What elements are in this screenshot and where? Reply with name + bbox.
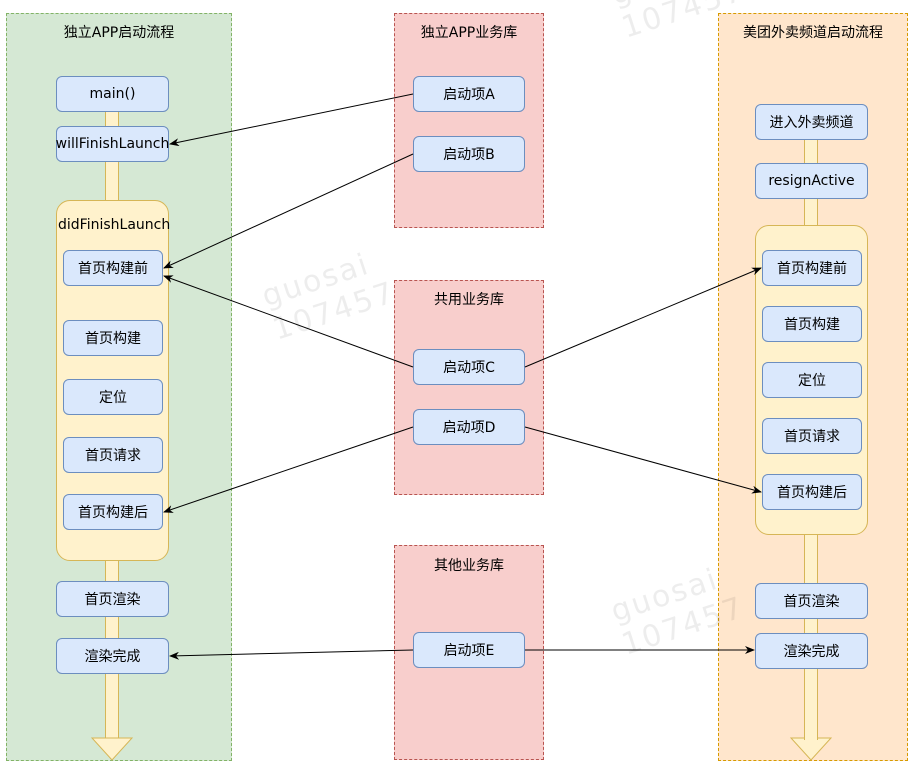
watermark-1: guosai 107457: [258, 243, 400, 348]
standalone-lib-title: 独立APP业务库: [420, 25, 518, 41]
enter-channel-step: 进入外卖频道: [755, 104, 868, 140]
left-before-build-step: 首页构建前: [63, 250, 163, 286]
main-step: main(): [56, 76, 169, 112]
left-render-done-step: 渲染完成: [56, 638, 169, 674]
standalone-lib-panel: [394, 13, 544, 228]
right-after-build-step: 首页构建后: [762, 474, 862, 510]
startup-item-b: 启动项B: [413, 136, 525, 172]
left-locate-step: 定位: [63, 379, 163, 415]
right-request-step: 首页请求: [762, 418, 862, 454]
resign-active-step: resignActive: [755, 163, 868, 199]
startup-item-d: 启动项D: [413, 409, 525, 445]
watermark-3-name: guosai: [607, 0, 738, 13]
watermark-1-name: guosai: [257, 246, 374, 315]
left-render-step: 首页渲染: [56, 581, 169, 617]
right-render-step: 首页渲染: [755, 583, 868, 619]
right-build-step: 首页构建: [762, 306, 862, 342]
left-request-step: 首页请求: [63, 437, 163, 473]
startup-item-a: 启动项A: [413, 76, 525, 112]
left-build-step: 首页构建: [63, 320, 163, 356]
standalone-flow-title: 独立APP启动流程: [63, 25, 175, 41]
startup-item-c: 启动项C: [413, 349, 525, 385]
other-lib-title: 其他业务库: [434, 558, 504, 574]
shared-lib-panel: [394, 280, 544, 495]
watermark-1-id: 107457: [268, 274, 400, 348]
meituan-flow-title: 美团外卖频道启动流程: [743, 25, 883, 41]
left-after-build-step: 首页构建后: [63, 494, 163, 530]
will-finish-launch-step: willFinishLaunch: [56, 126, 169, 162]
did-finish-launch-label: didFinishLaunch: [58, 217, 171, 233]
shared-lib-title: 共用业务库: [434, 292, 504, 308]
right-locate-step: 定位: [762, 362, 862, 398]
startup-item-e: 启动项E: [413, 632, 525, 668]
right-render-done-step: 渲染完成: [755, 633, 868, 669]
right-before-build-step: 首页构建前: [762, 250, 862, 286]
